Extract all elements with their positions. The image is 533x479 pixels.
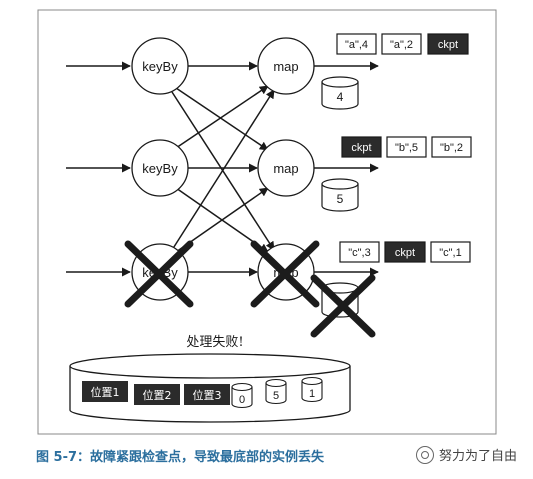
edge-k3-m1 <box>171 89 275 251</box>
map-node-1-label: map <box>273 59 298 74</box>
stream-2-record-1: "b",5 <box>395 142 418 154</box>
stream-2-checkpoint-box <box>341 136 382 158</box>
stream-2-record-1-box <box>386 136 427 158</box>
failure-label: 处理失败! <box>186 335 243 350</box>
watermark: 努力为了自由 <box>416 445 517 464</box>
stream-3-checkpoint-box <box>384 241 426 263</box>
edge-k1-m2 <box>175 87 269 151</box>
stream-1-record-1: "a",4 <box>345 39 368 51</box>
storage-position-1: 位置1 <box>91 385 120 399</box>
keyby-node-2 <box>131 139 189 197</box>
state-store-map-1-value: 4 <box>337 90 344 104</box>
keyby-node-1 <box>131 37 189 95</box>
storage-snapshot-3-value: 1 <box>309 388 315 400</box>
storage-position-1-box <box>82 381 128 402</box>
stream-1-record-2-box <box>381 33 422 55</box>
stream-3-record-1-box <box>339 241 380 263</box>
stream-2-record-2: "b",2 <box>440 142 463 154</box>
storage-snapshot-2-value: 5 <box>273 390 279 402</box>
state-store-map-2-value: 5 <box>337 192 344 206</box>
map-node-2-label: map <box>273 161 298 176</box>
stream-1-record-2: "a",2 <box>390 39 413 51</box>
watermark-text: 努力为了自由 <box>439 449 518 464</box>
stream-1-record-1-box <box>336 33 377 55</box>
stream-1-checkpoint: ckpt <box>438 39 458 51</box>
stream-2-record-2-box <box>431 136 472 158</box>
storage-position-2: 位置2 <box>143 388 172 402</box>
stream-3-record-1: "c",3 <box>348 247 370 259</box>
storage-snapshot-1-value: 0 <box>239 394 245 406</box>
state-store-map-1: 4 <box>321 76 359 110</box>
keyby-node-1-label: keyBy <box>142 59 178 74</box>
failure-cross-map-3-icon <box>250 240 320 308</box>
storage-position-3-box <box>184 384 230 405</box>
storage-snapshot-1: 0 <box>231 382 253 409</box>
storage-position-2-box <box>134 384 180 405</box>
wechat-logo-icon <box>416 445 434 464</box>
stream-3-record-2: "c",1 <box>439 247 461 259</box>
storage-snapshot-3: 1 <box>301 376 323 403</box>
edge-k2-m1 <box>175 85 269 149</box>
keyby-node-2-label: keyBy <box>142 161 178 176</box>
failure-cross-store-3-icon <box>310 274 376 338</box>
stream-3-record-2-box <box>430 241 471 263</box>
failure-cross-keyby-3-icon <box>124 240 194 308</box>
stream-1-checkpoint-box <box>427 33 469 55</box>
storage-snapshot-2: 5 <box>265 378 287 405</box>
figure-caption: 图 5-7：故障紧跟检查点，导致最底部的实例丢失 <box>36 450 325 465</box>
state-store-map-2: 5 <box>321 178 359 212</box>
stream-3-checkpoint: ckpt <box>395 247 415 259</box>
stream-2-checkpoint: ckpt <box>351 142 371 154</box>
storage-position-3: 位置3 <box>193 388 222 402</box>
